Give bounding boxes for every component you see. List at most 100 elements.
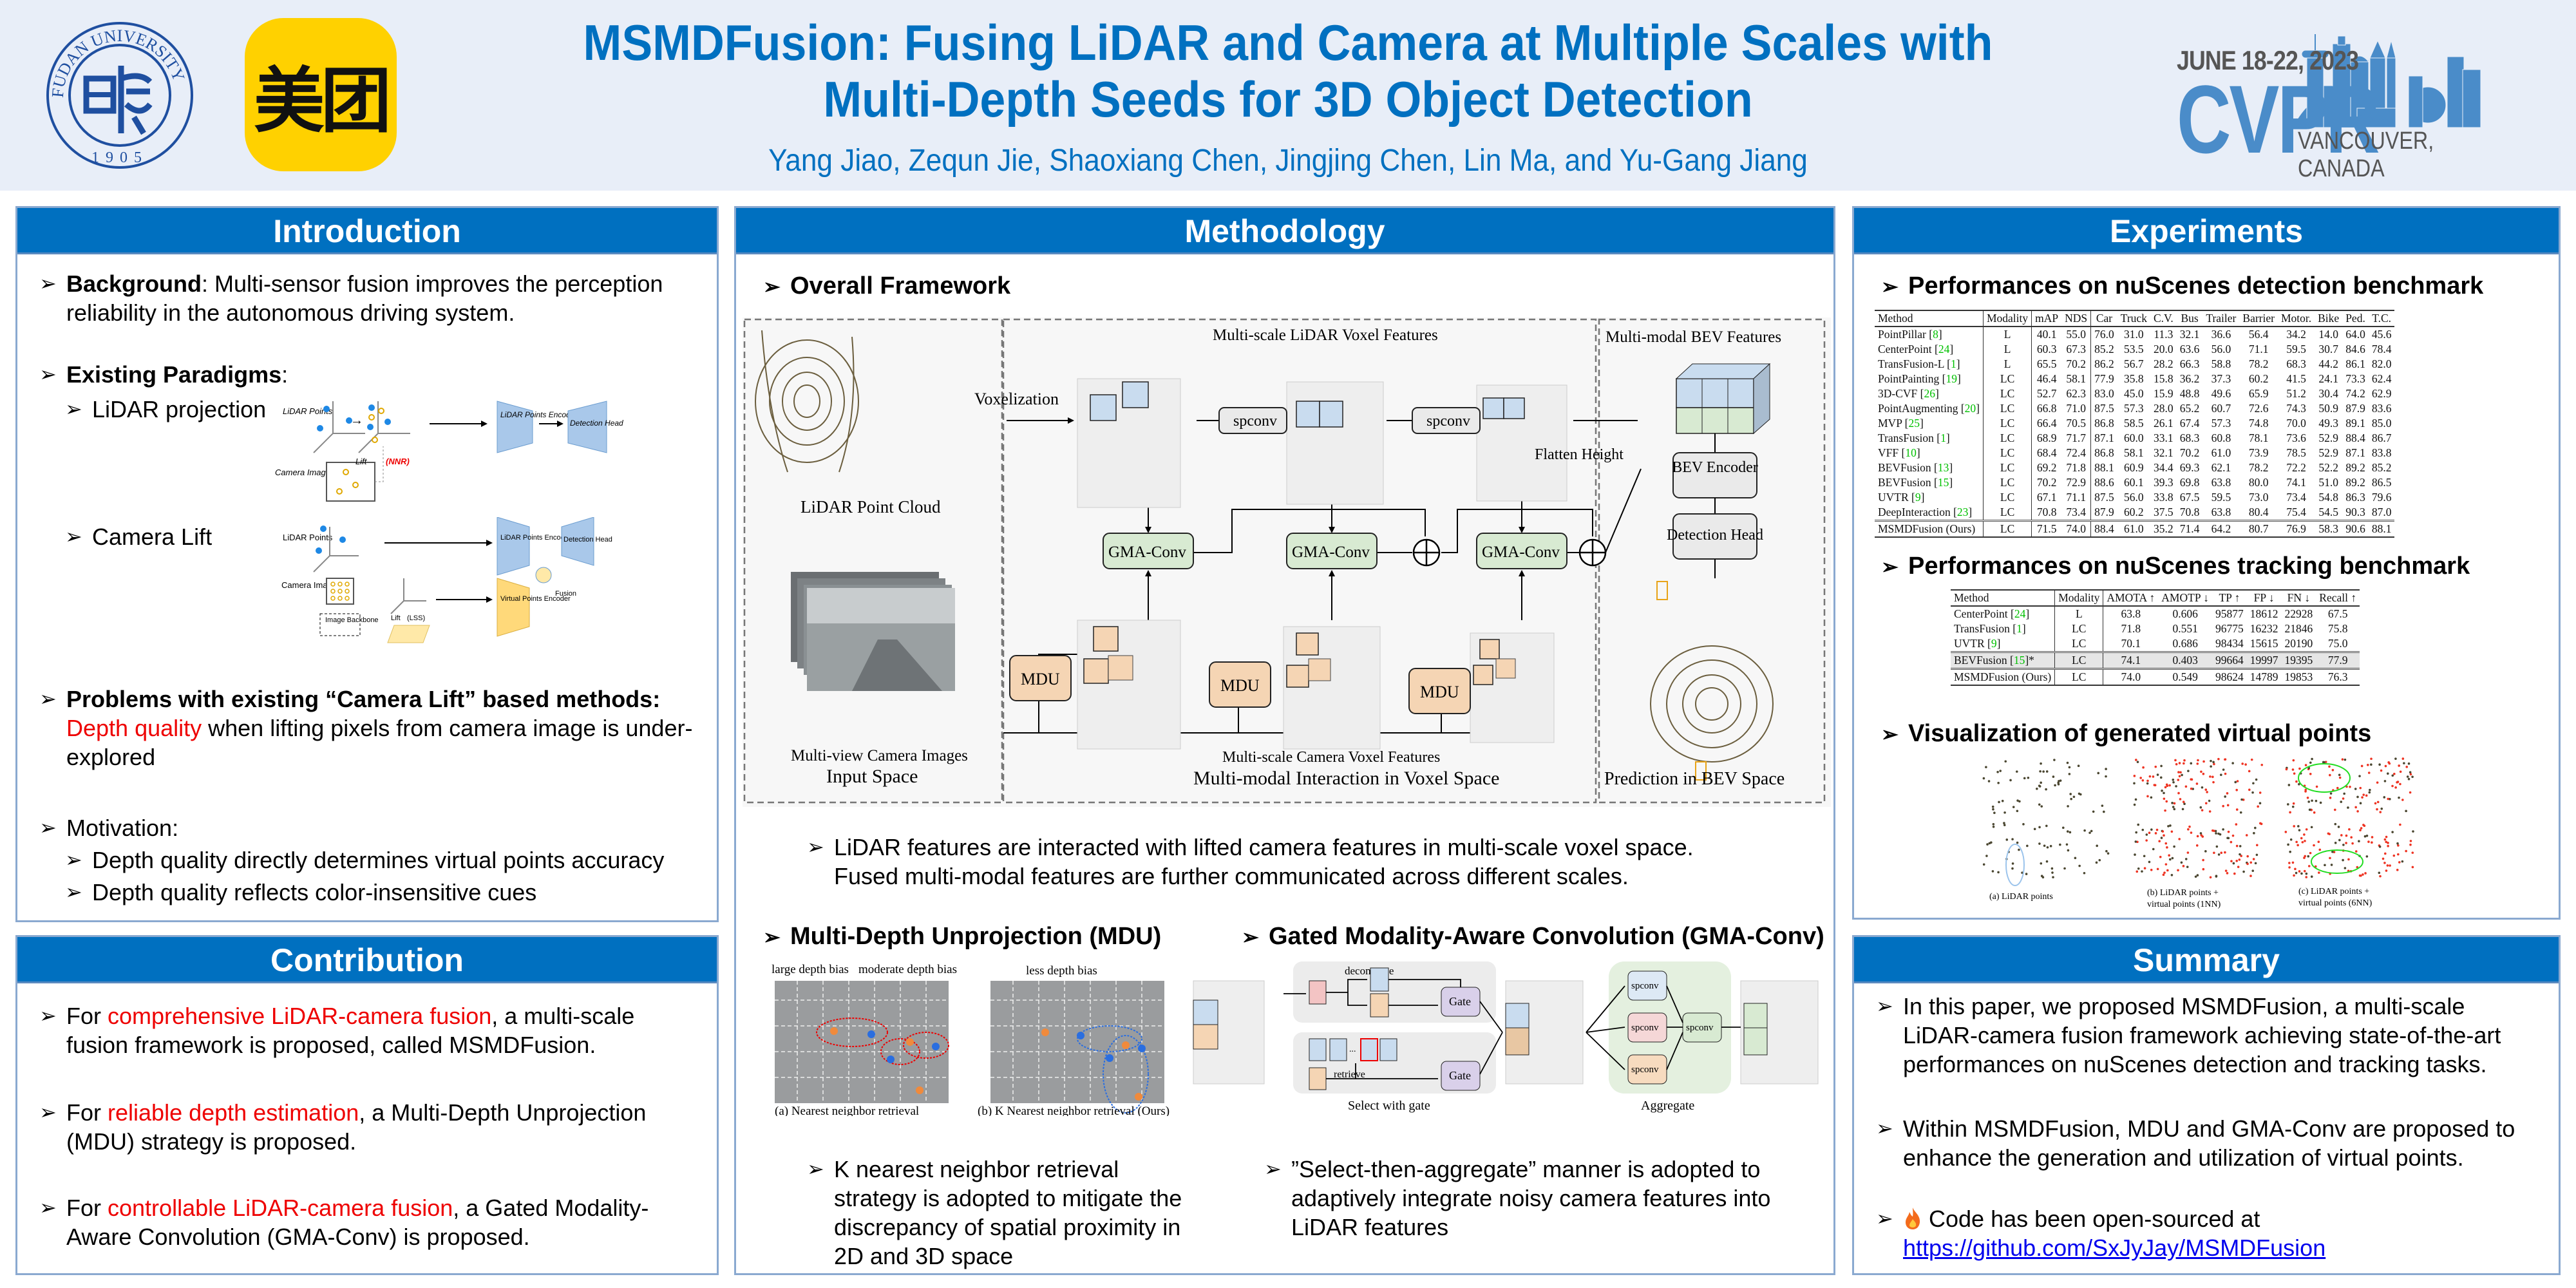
point-mark <box>2184 785 2188 788</box>
point-mark <box>2324 864 2326 867</box>
point-mark <box>2304 840 2306 842</box>
table-cell: 74.1 <box>2121 654 2141 667</box>
point-mark <box>2083 871 2086 875</box>
point-mark <box>2184 858 2188 860</box>
point-mark <box>2365 855 2369 858</box>
table-cell: 80.7 <box>2248 522 2269 535</box>
point-mark <box>1999 770 2002 772</box>
point-mark <box>2215 875 2218 878</box>
point-mark <box>2077 764 2080 768</box>
point-mark <box>2285 768 2288 771</box>
point-mark <box>2052 775 2055 778</box>
point-mark <box>2018 848 2020 851</box>
method-cell: TransFusion-L [1] <box>1875 357 1984 372</box>
point-mark <box>2387 844 2389 848</box>
point-mark <box>2068 766 2071 769</box>
lidar-projection-diagram: LiDAR Points → Camera Images Lift (NNR) … <box>275 401 623 502</box>
point-mark <box>2342 844 2345 846</box>
camera-voxel-cube <box>1470 632 1555 743</box>
column-header: FP ↓ <box>2253 591 2275 604</box>
fig2-virtual-encoder-label: Virtual Points Encoder <box>500 595 571 603</box>
point-mark <box>2201 809 2204 811</box>
table-cell: 74.2 <box>2345 387 2365 400</box>
table-cell: L <box>1983 357 2032 372</box>
point-mark <box>2348 828 2351 831</box>
point-mark <box>2382 857 2385 860</box>
point-mark <box>2078 792 2081 795</box>
point-mark <box>2059 843 2061 846</box>
point-mark <box>2154 832 2157 835</box>
bullet-arrow-icon: ➢ <box>1242 925 1259 949</box>
poster-title: MSMDFusion: Fusing LiDAR and Camera at M… <box>518 14 2058 128</box>
table-cell: 51.0 <box>2318 476 2338 489</box>
detection-heading: ➢ Performances on nuScenes detection ben… <box>1881 272 2483 301</box>
point-mark <box>2401 860 2404 863</box>
methodology-panel: Methodology ➢ Overall Framework LiDAR Po… <box>734 206 1835 1275</box>
table-cell: 90.3 <box>2345 506 2365 518</box>
viz-caption-c: (c) LiDAR points + <box>2298 887 2369 896</box>
point-mark <box>2284 831 2287 833</box>
point-mark <box>2188 825 2191 828</box>
point-mark <box>2386 864 2389 867</box>
bullet-arrow-icon: ➢ <box>763 275 781 298</box>
point-mark <box>2171 802 2174 804</box>
point-mark <box>2407 777 2410 781</box>
point-mark <box>2011 862 2014 865</box>
point-mark <box>2385 835 2388 838</box>
point-mark <box>1985 766 1987 768</box>
point-mark <box>2166 869 2169 872</box>
visualization-heading-label: Visualization of generated virtual point… <box>1908 720 2372 747</box>
table-cell: 66.8 <box>2036 402 2057 415</box>
table-cell: 87.9 <box>2345 402 2365 415</box>
table-cell: 58.8 <box>2211 357 2231 370</box>
bev-prediction-icon <box>1650 581 1774 781</box>
point-mark <box>2181 808 2184 811</box>
point-mark <box>2367 772 2371 774</box>
point-mark <box>2038 784 2041 787</box>
point-mark <box>2239 811 2242 814</box>
table-cell: 52.9 <box>2318 446 2338 459</box>
table-cell: 56.0 <box>2124 491 2144 504</box>
point-mark <box>2297 825 2300 828</box>
table-cell: 14.0 <box>2318 328 2338 341</box>
point-mark <box>2349 785 2351 788</box>
point-mark <box>2409 771 2412 773</box>
point-mark <box>2196 874 2199 876</box>
bullet-arrow-icon: ➢ <box>1881 555 1899 578</box>
point-mark <box>2389 798 2391 800</box>
table-cell: 76.0 <box>2094 328 2114 341</box>
table-cell: 46.4 <box>2036 372 2057 385</box>
column-header: C.V. <box>2153 312 2174 325</box>
point-mark <box>2398 764 2400 767</box>
citation-ref: 24 <box>1938 343 1950 355</box>
point-mark <box>2387 797 2389 800</box>
point-mark <box>2181 773 2183 777</box>
spconv-label: spconv <box>1631 981 1659 991</box>
voxelization-label: Voxelization <box>974 390 1059 408</box>
point-mark <box>2356 795 2359 799</box>
point-mark <box>2134 840 2137 843</box>
point-mark <box>2215 832 2217 835</box>
background-text: : Multi-sensor fusion improves the perce… <box>66 270 663 326</box>
point-mark <box>2135 759 2137 761</box>
point-mark <box>2066 761 2069 764</box>
table-cell: 24.1 <box>2318 372 2338 385</box>
point-mark <box>2178 838 2181 840</box>
table-cell: 72.6 <box>2248 402 2269 415</box>
moderate-depth-bias-label: moderate depth bias <box>858 963 957 976</box>
point-mark <box>2371 836 2374 838</box>
github-link[interactable]: https://github.com/SxJyJay/MSMDFusion <box>1903 1235 2326 1261</box>
point-mark <box>2136 761 2139 763</box>
table-cell: 60.8 <box>2211 431 2231 444</box>
fig1-encoder-label: LiDAR Points Encoder <box>500 410 578 419</box>
table-cell: 19395 <box>2284 654 2313 667</box>
point-mark <box>2201 786 2204 789</box>
fire-icon <box>1906 1208 1920 1229</box>
table-cell: 20190 <box>2284 637 2313 650</box>
table-cell: 28.2 <box>2154 357 2174 370</box>
